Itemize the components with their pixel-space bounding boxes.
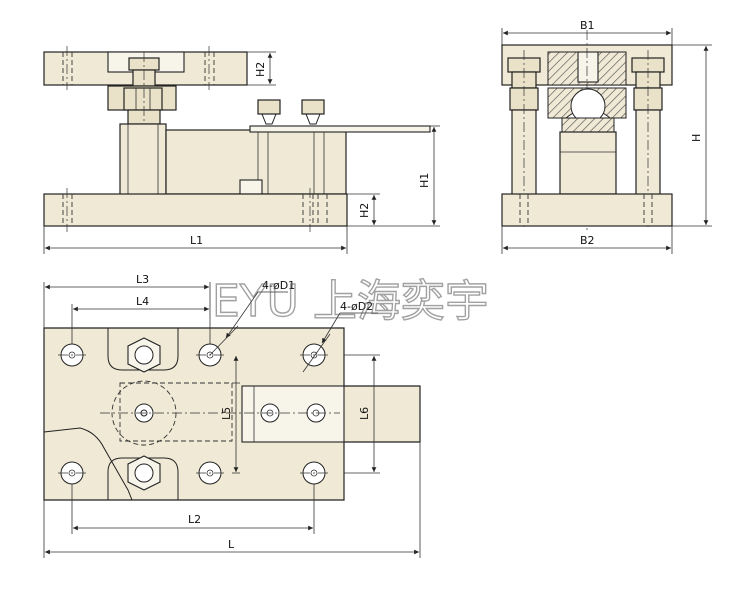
front-view: L1 H2 H1 H2 — [43, 46, 440, 254]
dim-L2: L2 — [188, 513, 201, 526]
front-base-plate — [43, 193, 348, 227]
side-bearing-seat — [561, 117, 615, 133]
dim-L1: L1 — [190, 234, 203, 247]
dim-B1: B1 — [580, 19, 595, 32]
dim-H2-top: H2 — [254, 62, 267, 77]
front-column — [119, 123, 167, 197]
dim-D2: 4-øD2 — [340, 300, 373, 313]
dim-L3: L3 — [136, 273, 149, 286]
plan-cell-arm — [241, 385, 345, 443]
dim-H: H — [690, 134, 703, 142]
plan-hidden-plate — [119, 382, 233, 442]
dim-L5: L5 — [220, 407, 233, 420]
side-top-slot — [577, 51, 599, 83]
dim-L6: L6 — [358, 407, 371, 420]
side-cell-body — [559, 131, 617, 195]
dim-H1: H1 — [418, 173, 431, 188]
side-base-plate — [501, 193, 673, 227]
dim-D1: 4-øD1 — [262, 279, 295, 292]
plan-view: L3 L4 L2 L L5 L6 4-øD1 4-øD2 — [43, 273, 421, 558]
dim-L: L — [228, 538, 235, 551]
front-cell-top-strip — [249, 125, 431, 133]
side-view: B1 B2 H — [501, 19, 712, 254]
front-load-cell — [165, 129, 347, 195]
front-nut-2 — [123, 87, 163, 111]
watermark: EYU 上海奕宇 — [212, 276, 489, 327]
front-cell-small-block — [239, 179, 263, 195]
front-right-nut-2 — [301, 99, 325, 115]
dim-B2: B2 — [580, 234, 595, 247]
dim-H2-bottom: H2 — [358, 203, 371, 218]
dim-L4: L4 — [136, 295, 149, 308]
front-right-nut-1 — [257, 99, 281, 115]
